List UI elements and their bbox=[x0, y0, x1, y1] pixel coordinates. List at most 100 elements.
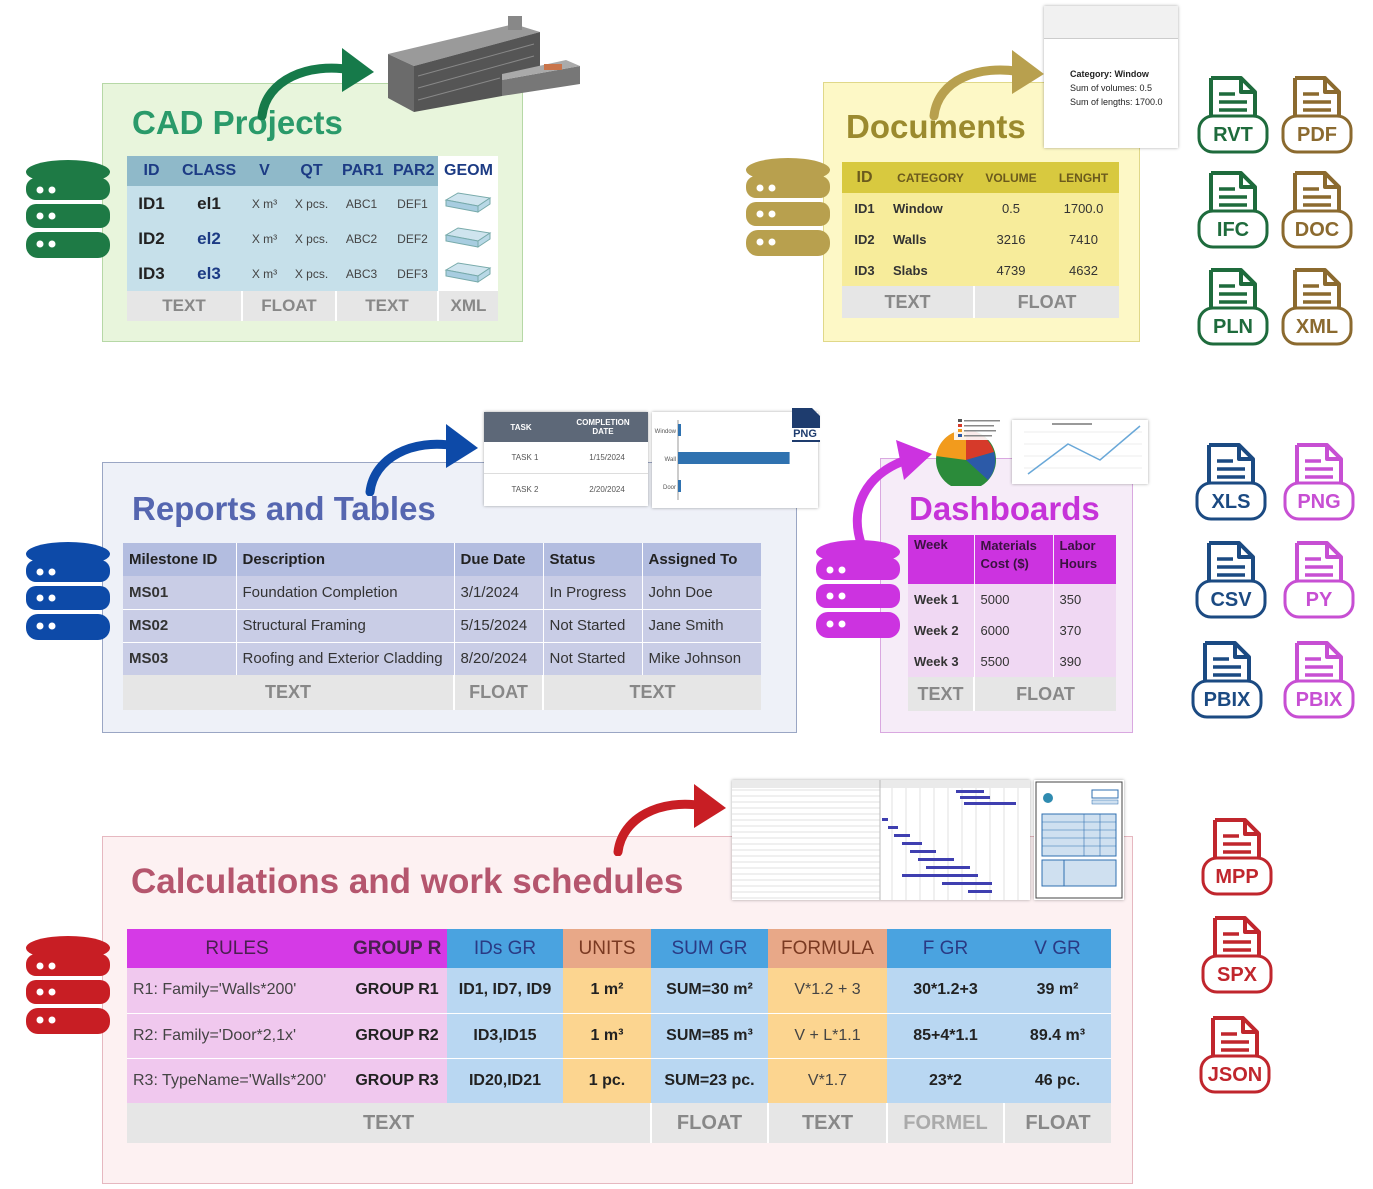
cad-cell: el1 bbox=[197, 193, 221, 213]
file-pln-icon: PLN bbox=[1197, 268, 1269, 348]
dashboards-header: Week bbox=[908, 535, 975, 584]
task-thumb-cell: 2/20/2024 bbox=[589, 485, 625, 494]
dashboards-type-label: TEXT bbox=[908, 677, 975, 711]
cad-header: GEOM bbox=[438, 156, 498, 186]
cad-cell: X pcs. bbox=[294, 231, 329, 246]
calc-cell: 30*1.2+3 bbox=[887, 968, 1004, 1013]
task-thumb-header: TASK bbox=[510, 422, 532, 432]
calc-cell: R2: Family='Door*2,1x' bbox=[127, 1013, 347, 1058]
cad-header: ID bbox=[143, 162, 160, 179]
calc-table: RULES GROUP R IDs GR UNITS SUM GR FORMUL… bbox=[127, 929, 1111, 1143]
bar-label: Wall bbox=[665, 457, 676, 463]
calc-cell: GROUP R2 bbox=[347, 1013, 447, 1058]
cad-type-label: FLOAT bbox=[242, 291, 337, 321]
geom-box-icon bbox=[438, 186, 498, 221]
cad-cell: DEF1 bbox=[397, 196, 428, 211]
arrow-red-icon bbox=[613, 784, 726, 856]
task-thumb-cell: 1/15/2024 bbox=[589, 453, 625, 462]
calc-cell: 1 m³ bbox=[563, 1013, 651, 1058]
documents-cell: ID3 bbox=[854, 263, 875, 278]
dashboards-cell: 5000 bbox=[974, 584, 1054, 615]
calc-cell: 23*2 bbox=[887, 1058, 1004, 1103]
documents-header: VOLUME bbox=[985, 170, 1037, 185]
cad-cell: el3 bbox=[197, 263, 221, 283]
file-doc-icon: DOC bbox=[1281, 171, 1353, 251]
png-file-badge-icon bbox=[788, 408, 822, 442]
reports-table: Milestone ID Description Due Date Status… bbox=[123, 543, 761, 710]
file-icon-label: JSON bbox=[1207, 1064, 1263, 1086]
documents-header: ID bbox=[856, 168, 873, 186]
reports-cell: Not Started bbox=[543, 642, 643, 675]
cad-header: QT bbox=[300, 162, 323, 179]
table-row: ID3 Slabs 4739 4632 bbox=[842, 255, 1119, 286]
reports-header: Description bbox=[236, 543, 455, 576]
task-table-thumbnail: TASK COMPLETION DATE TASK 1 1/15/2024 TA… bbox=[484, 412, 648, 506]
bar-label: Window bbox=[655, 429, 677, 435]
calc-cell: ID20,ID21 bbox=[447, 1058, 563, 1103]
file-pbix-icon: PBIX bbox=[1283, 641, 1355, 721]
cad-header: PAR1 bbox=[342, 162, 384, 179]
documents-header: LENGHT bbox=[1058, 170, 1109, 185]
dashboards-cell: 6000 bbox=[974, 615, 1054, 646]
calc-header: IDs GR bbox=[447, 929, 563, 968]
calc-header: SUM GR bbox=[651, 929, 768, 968]
cad-cell: DEF3 bbox=[397, 266, 428, 281]
table-row: ID1 Window 0.5 1700.0 bbox=[842, 193, 1119, 224]
reports-cell: 8/20/2024 bbox=[454, 642, 544, 675]
cad-cell: X m³ bbox=[251, 196, 278, 211]
cad-header: CLASS bbox=[182, 162, 237, 179]
documents-cell: 1700.0 bbox=[1063, 201, 1104, 216]
cad-cell: ABC3 bbox=[345, 266, 378, 281]
dashboards-cell: 370 bbox=[1059, 623, 1082, 638]
file-icon-label: XML bbox=[1295, 316, 1339, 338]
database-magenta-icon bbox=[816, 540, 900, 638]
calc-type-label: TEXT bbox=[768, 1103, 888, 1143]
bar-mark bbox=[678, 452, 790, 464]
cad-cell: ID3 bbox=[138, 263, 165, 283]
dashboards-table: Week Materials Cost ($) Labor Hours Week… bbox=[908, 535, 1116, 711]
calc-cell: 46 pc. bbox=[1004, 1058, 1111, 1103]
documents-type-label: TEXT bbox=[842, 286, 975, 318]
cad-type-label: TEXT bbox=[127, 291, 243, 321]
file-png-icon: PNG bbox=[1283, 443, 1355, 523]
bar-mark bbox=[678, 480, 681, 492]
reports-header: Due Date bbox=[454, 543, 544, 576]
dashboards-cell: 350 bbox=[1059, 592, 1082, 607]
file-icon-label: RVT bbox=[1213, 124, 1253, 146]
reports-cell: In Progress bbox=[543, 576, 643, 609]
calc-cell: V*1.7 bbox=[768, 1058, 887, 1103]
file-ifc-icon: IFC bbox=[1197, 171, 1269, 251]
calc-header: RULES bbox=[127, 929, 347, 968]
reports-type-label: TEXT bbox=[123, 675, 455, 710]
calc-cell: ID3,ID15 bbox=[447, 1013, 563, 1058]
cad-cell: ABC1 bbox=[345, 196, 378, 211]
popup-sum-lengths: Sum of lengths: 1700.0 bbox=[1070, 97, 1163, 107]
table-row: Week 3 5500 390 bbox=[908, 646, 1116, 677]
file-json-icon: JSON bbox=[1199, 1016, 1271, 1096]
reports-cell: John Doe bbox=[648, 583, 713, 601]
calc-title: Calculations and work schedules bbox=[131, 862, 684, 901]
documents-cell: 4739 bbox=[996, 263, 1026, 278]
calc-cell: 1 m² bbox=[563, 968, 651, 1013]
dashboards-cell: 5500 bbox=[974, 646, 1054, 677]
documents-cell: 3216 bbox=[996, 232, 1026, 247]
file-icon-label: IFC bbox=[1216, 219, 1250, 241]
file-icon-label: PNG bbox=[1297, 491, 1341, 513]
file-icon-label: PBIX bbox=[1295, 689, 1343, 711]
calc-cell: SUM=85 m³ bbox=[651, 1013, 768, 1058]
popup-category: Category: Window bbox=[1070, 69, 1149, 79]
reports-header: Status bbox=[543, 543, 643, 576]
dashboards-cell: Week 3 bbox=[908, 646, 975, 677]
calc-type-label: FORMEL bbox=[887, 1103, 1005, 1143]
calc-cell: V*1.2 + 3 bbox=[768, 968, 887, 1013]
cad-type-label: TEXT bbox=[336, 291, 439, 321]
pdf-viewer-thumbnail: Category: Window Sum of volumes: 0.5 Sum… bbox=[1044, 6, 1178, 148]
reports-cell: Foundation Completion bbox=[236, 576, 455, 609]
table-row: ID2 el2 X m³ X pcs. ABC2 DEF2 bbox=[127, 221, 498, 256]
reports-cell: MS03 bbox=[123, 642, 237, 675]
calc-type-label: TEXT bbox=[127, 1103, 652, 1143]
calc-header: FORMULA bbox=[768, 929, 887, 968]
database-gold-icon bbox=[746, 158, 830, 256]
cad-cell: X pcs. bbox=[294, 266, 329, 281]
arrow-green-icon bbox=[257, 48, 374, 120]
